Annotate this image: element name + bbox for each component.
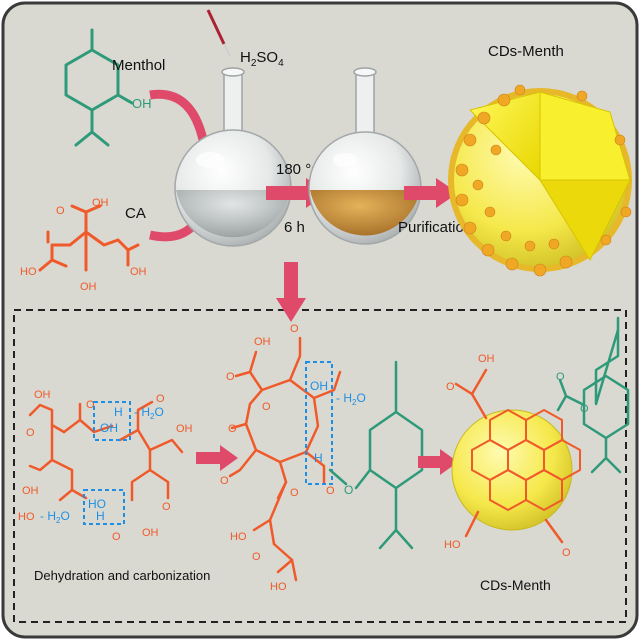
- cd-nanoparticle-sphere: [448, 84, 632, 277]
- product-label-top: CDs-Menth: [488, 43, 564, 60]
- acid-o-3: O: [112, 531, 121, 543]
- cds-menth-particle: [451, 408, 581, 531]
- ca-ho-left: HO: [20, 266, 37, 278]
- process-label: Dehydration and carbonization: [34, 568, 210, 583]
- purification-label: Purification: [398, 219, 472, 236]
- menthol-oh-label: OH: [132, 96, 152, 111]
- particle-substituents: [454, 368, 564, 544]
- pipette-icon: [206, 9, 231, 57]
- purification-arrow-head: [436, 178, 458, 208]
- citric-acid-pair: [28, 400, 184, 502]
- particle-o-bottom: O: [562, 547, 571, 559]
- water-loss-box-upper-left: [93, 401, 131, 441]
- mid-o-1: O: [226, 371, 235, 383]
- box3-h: H: [314, 451, 323, 465]
- ester-o-top: O: [556, 371, 565, 383]
- acid-o-5: O: [156, 393, 165, 405]
- particle-menthyl-ester: [556, 316, 630, 474]
- mid-o-5: O: [326, 485, 335, 497]
- purification-arrow-shaft: [404, 186, 438, 200]
- particle-ho: HO: [444, 539, 461, 551]
- mid-ho-2: HO: [270, 581, 287, 593]
- box1-h: H: [114, 405, 123, 419]
- mid-o-ring-3: O: [290, 487, 299, 499]
- reaction-flask-brown: [308, 67, 422, 245]
- mid-oh-1: OH: [254, 336, 271, 348]
- mid-o-ring-2: O: [262, 401, 271, 413]
- acid-label: H2SO4: [240, 49, 284, 69]
- mid-o-ring-1: O: [228, 423, 237, 435]
- acid-oh-1: OH: [34, 389, 51, 401]
- box3-oh: OH: [310, 379, 328, 393]
- particle-o-top: O: [446, 381, 455, 393]
- acid-oh-4: OH: [176, 423, 193, 435]
- acid-oh-2: OH: [22, 485, 39, 497]
- acid-o-1: O: [26, 427, 35, 439]
- ester-o-link: O: [580, 403, 589, 415]
- box2-ho: HO: [88, 497, 106, 511]
- ca-label: CA: [125, 205, 146, 222]
- mech-arrow-2-shaft: [418, 456, 442, 468]
- ca-oh-right: OH: [130, 266, 147, 278]
- water-loss-label-3: - H2O: [336, 391, 366, 407]
- mech-arrow-2-head: [440, 449, 458, 475]
- water-loss-label-1: - H2O: [134, 405, 164, 421]
- menthol-label: Menthol: [112, 57, 165, 74]
- mech-arrow-1-head: [220, 445, 238, 471]
- dashed-mechanism-frame: [13, 309, 627, 623]
- menthol-structure: [64, 28, 134, 147]
- duration-label: 6 h: [284, 219, 305, 236]
- menthol-attached: [328, 360, 424, 550]
- mid-o-4: O: [252, 551, 261, 563]
- mid-ho-1: HO: [230, 531, 247, 543]
- acid-o-4: O: [162, 501, 171, 513]
- menthol-ether-o: O: [344, 483, 353, 497]
- water-loss-box-middle: [305, 361, 333, 485]
- acid-o-2: O: [86, 399, 95, 411]
- down-arrow-shaft: [284, 262, 298, 300]
- product-label-bottom: CDs-Menth: [480, 577, 551, 593]
- particle-oh-top: OH: [478, 353, 495, 365]
- ca-o-top: O: [56, 205, 65, 217]
- mid-o-3: O: [220, 475, 229, 487]
- mech-arrow-1-shaft: [196, 452, 222, 464]
- ca-oh-top: OH: [92, 197, 109, 209]
- water-loss-label-2: - H2O: [40, 509, 70, 525]
- box1-oh: OH: [100, 421, 118, 435]
- heat-arrow-shaft: [266, 186, 308, 200]
- down-arrow-head: [276, 298, 306, 322]
- reaction-flask-clear: [174, 67, 292, 247]
- water-loss-box-lower-left: [83, 489, 125, 525]
- cyclic-intermediate: [228, 336, 342, 582]
- ca-oh-bottom: OH: [80, 281, 97, 293]
- box2-h: H: [96, 509, 105, 523]
- acid-oh-3: OH: [142, 527, 159, 539]
- acid-ho-1: HO: [18, 511, 35, 523]
- mid-o-2: O: [290, 323, 299, 335]
- citric-acid-structure: [38, 204, 140, 272]
